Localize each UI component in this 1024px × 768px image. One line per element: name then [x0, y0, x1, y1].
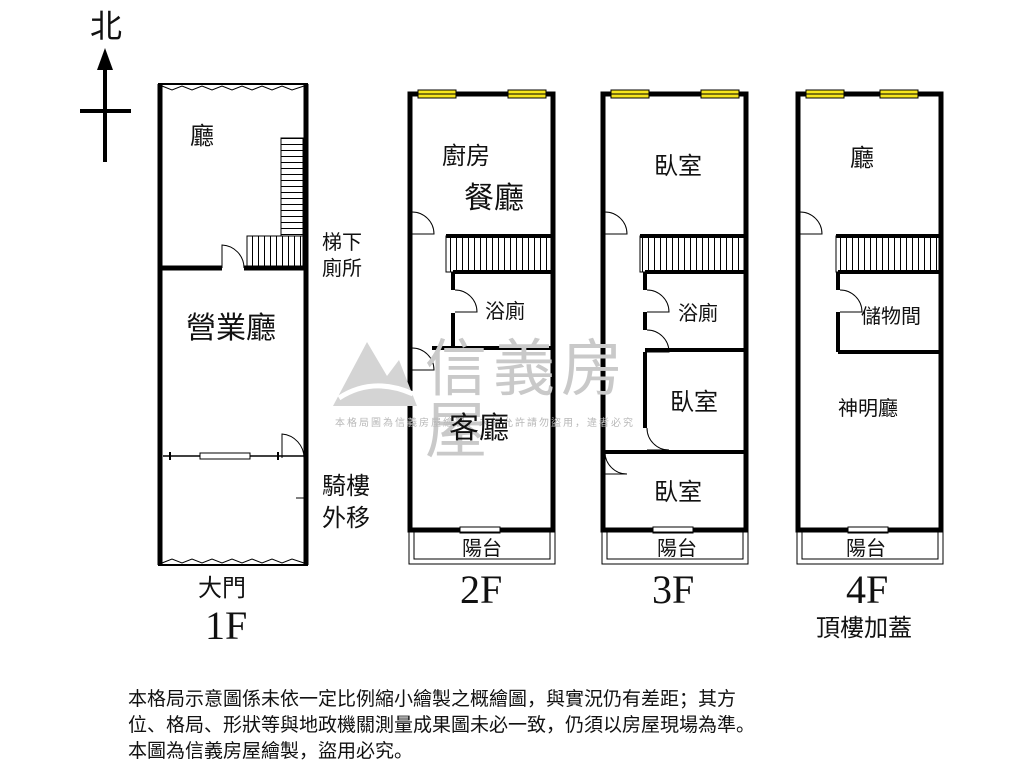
- room-4f-hall: 廳: [850, 144, 874, 172]
- room-2f-dining: 餐廳: [464, 181, 524, 216]
- room-1f-main-door: 大門: [198, 574, 246, 602]
- north-label: 北: [90, 7, 123, 45]
- room-3f-balcony: 陽台: [657, 536, 697, 560]
- floor-label-1f: 1F: [205, 603, 248, 648]
- room-2f-balcony: 陽台: [462, 536, 502, 560]
- floor-label-4f: 4F: [846, 567, 889, 612]
- room-4f-shrine: 神明廳: [838, 396, 898, 420]
- room-3f-bath: 浴廁: [678, 301, 718, 325]
- room-3f-bedroom-b: 臥室: [670, 388, 718, 416]
- room-1f-stair-toilet-line1: 梯下: [322, 230, 362, 254]
- disclaimer: 本格局示意圖係未依一定比例縮小繪製之概繪圖，與實況仍有差距；其方 位、格局、形狀…: [128, 686, 908, 764]
- floor-4f-plan: [795, 89, 944, 565]
- floor-label-2f: 2F: [460, 567, 503, 612]
- floor-4f-note: 頂樓加蓋: [816, 614, 912, 642]
- room-2f-living: 客廳: [449, 411, 509, 446]
- disclaimer-line: 本圖為信義房屋繪製，盜用必究。: [128, 740, 414, 762]
- room-4f-balcony: 陽台: [846, 536, 886, 560]
- floor-1f-plan: [157, 83, 309, 566]
- room-1f-stair-toilet-line2: 廁所: [322, 256, 362, 280]
- floor-2f-plan: [407, 89, 556, 565]
- room-4f-storage: 儲物間: [861, 304, 921, 328]
- floor-label-3f: 3F: [652, 567, 695, 612]
- room-1f-arcade-line2: 外移: [322, 504, 370, 532]
- north-arrow-icon: [80, 48, 131, 162]
- room-1f-arcade-line1: 騎樓: [322, 472, 370, 500]
- room-1f-hall: 廳: [190, 122, 214, 150]
- room-3f-bedroom-a: 臥室: [654, 152, 702, 180]
- room-2f-kitchen: 廚房: [442, 142, 490, 170]
- room-1f-business-hall: 營業廳: [186, 311, 276, 346]
- room-2f-bath: 浴廁: [485, 299, 525, 323]
- floor-3f-plan: [600, 89, 749, 565]
- disclaimer-line: 本格局示意圖係未依一定比例縮小繪製之概繪圖，與實況仍有差距；其方: [128, 688, 737, 710]
- room-3f-bedroom-c: 臥室: [654, 478, 702, 506]
- disclaimer-line: 位、格局、形狀等與地政機關測量成果圖未必一致，仍須以房屋現場為準。: [128, 714, 756, 736]
